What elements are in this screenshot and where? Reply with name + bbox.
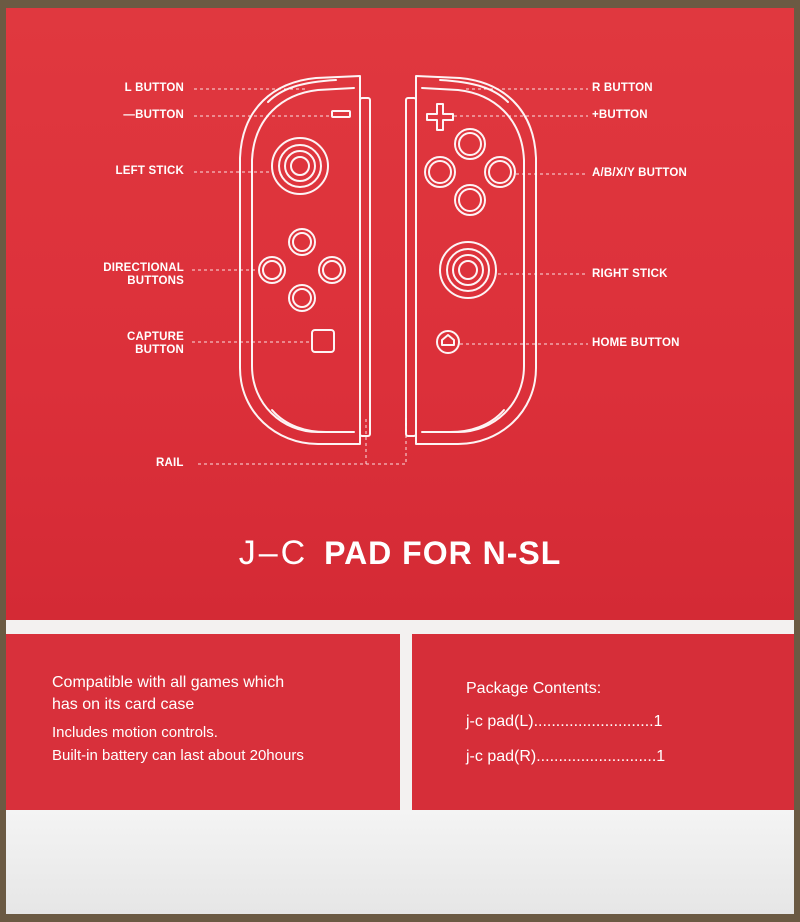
left-joycon-outline — [239, 75, 361, 445]
label-directional-line1: DIRECTIONAL — [103, 262, 184, 274]
label-minus-button: —BUTTON — [123, 109, 184, 121]
product-box: L BUTTON —BUTTON LEFT STICK DIRECTIONAL … — [6, 8, 794, 914]
plus-button-shape — [426, 103, 454, 131]
package-item-left: j-c pad(L)...........................1 — [466, 713, 663, 730]
package-item-right: j-c pad(R)...........................1 — [466, 748, 666, 765]
right-joycon-inner — [421, 87, 525, 433]
white-stripe — [6, 620, 794, 634]
label-home-button: HOME BUTTON — [592, 337, 680, 349]
product-title: J–C PAD FOR N-SL — [6, 534, 794, 573]
label-capture-line2: BUTTON — [135, 344, 184, 356]
label-abxy-button: A/B/X/Y BUTTON — [592, 167, 688, 179]
bottom-white-panel — [6, 810, 794, 914]
panel-divider — [400, 634, 412, 810]
label-directional-buttons: DIRECTIONAL BUTTONS — [103, 262, 184, 288]
label-capture-line1: CAPTURE — [127, 331, 184, 343]
feature-line-2: has on its card case — [52, 696, 195, 713]
controllers-diagram — [192, 75, 588, 465]
feature-line-3: Includes motion controls. — [52, 724, 218, 741]
left-rail — [359, 97, 371, 437]
label-left-stick: LEFT STICK — [115, 165, 184, 177]
label-rail: RAIL — [156, 457, 184, 469]
left-joycon-inner — [251, 87, 355, 433]
feature-line-1: Compatible with all games which — [52, 674, 285, 691]
right-rail — [405, 97, 417, 437]
label-plus-button: +BUTTON — [592, 109, 648, 121]
package-panel — [412, 634, 794, 810]
feature-line-4: Built-in battery can last about 20hours — [52, 747, 304, 764]
label-capture-button: CAPTURE BUTTON — [127, 331, 184, 357]
label-r-button: R BUTTON — [592, 82, 653, 94]
features-panel — [6, 634, 400, 810]
top-red-panel — [6, 8, 794, 620]
product-name: PAD FOR N-SL — [324, 535, 562, 571]
label-right-stick: RIGHT STICK — [592, 268, 668, 280]
label-directional-line2: BUTTONS — [127, 275, 184, 287]
label-l-button: L BUTTON — [124, 82, 184, 94]
right-joycon-outline — [415, 75, 537, 445]
minus-button-shape — [331, 110, 351, 118]
product-brand: J–C — [238, 534, 309, 572]
package-heading: Package Contents: — [466, 680, 602, 697]
